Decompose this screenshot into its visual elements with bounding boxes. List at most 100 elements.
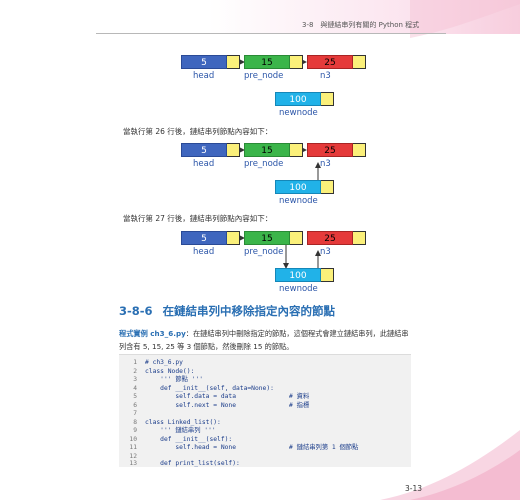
line-number: 2 [133, 368, 137, 375]
line-code: def __init__(self, data=None): [145, 385, 274, 392]
label-pre-node: pre_node [244, 247, 284, 257]
node-value: 25 [307, 231, 353, 245]
line-number: 4 [133, 385, 137, 392]
label-n3: n3 [320, 71, 331, 81]
code-line: 1 # ch3_6.py [119, 358, 183, 367]
line-code: self.next = None # 指標 [145, 402, 310, 409]
caption-line-27: 當執行第 27 行後，鏈結串列節點內容如下： [123, 214, 273, 223]
node-newnode: 100 [275, 180, 334, 194]
code-line: 7 [119, 409, 145, 418]
label-head: head [193, 71, 215, 81]
node-pointer [321, 180, 334, 194]
node-pointer [321, 268, 334, 282]
code-line: 3 ''' 節點 ''' [119, 375, 203, 384]
node-pointer [227, 55, 240, 69]
node-pointer [290, 231, 303, 245]
page-number: 3-13 [405, 484, 423, 493]
label-n3: n3 [320, 159, 331, 169]
line-number: 10 [129, 436, 137, 443]
node-pointer [353, 143, 366, 157]
line-number: 12 [129, 453, 137, 460]
node-value: 25 [307, 55, 353, 69]
caption-line-26: 當執行第 26 行後，鏈結串列節點內容如下： [123, 127, 273, 136]
code-line: 12 [119, 452, 145, 461]
line-code: self.data = data # 資料 [145, 393, 310, 400]
line-number: 11 [129, 444, 137, 451]
node-value: 100 [275, 268, 321, 282]
example-tag: 程式實例 ch3_6.py [119, 329, 186, 338]
node-value: 5 [181, 143, 227, 157]
line-code: class Node(): [145, 368, 195, 375]
linked-list-diagram-2: 5 15 25 head pre_node n3 100 newnode [0, 143, 520, 213]
line-number: 8 [133, 419, 137, 426]
node-value: 100 [275, 92, 321, 106]
code-line: 5 self.data = data # 資料 [119, 392, 309, 401]
line-number: 1 [133, 359, 137, 366]
running-header: 3-8 與鏈結串列有關的 Python 程式 [302, 21, 420, 29]
node-newnode: 100 [275, 268, 334, 282]
node-head: 5 [181, 143, 240, 157]
header-rule [96, 33, 446, 34]
line-number: 3 [133, 376, 137, 383]
label-newnode: newnode [279, 284, 318, 294]
label-newnode: newnode [279, 108, 318, 118]
node-n3: 25 [307, 143, 366, 157]
line-code: # ch3_6.py [145, 359, 183, 366]
section-heading: 3-8-6 在鏈結串列中移除指定內容的節點 [119, 303, 335, 319]
node-head: 5 [181, 55, 240, 69]
linked-list-diagram-3: 5 15 25 head pre_node n3 100 newnode [0, 231, 520, 301]
node-value: 100 [275, 180, 321, 194]
node-head: 5 [181, 231, 240, 245]
node-value: 25 [307, 143, 353, 157]
node-pointer [227, 143, 240, 157]
line-number: 6 [133, 402, 137, 409]
label-newnode: newnode [279, 196, 318, 206]
code-line: 2 class Node(): [119, 367, 194, 376]
label-head: head [193, 247, 215, 257]
node-value: 15 [244, 231, 290, 245]
footer-swoosh [380, 430, 520, 500]
node-pre: 15 [244, 231, 303, 245]
line-code: ''' 節點 ''' [145, 376, 204, 383]
line-number: 13 [129, 460, 137, 467]
node-value: 15 [244, 143, 290, 157]
line-number: 9 [133, 427, 137, 434]
node-n3: 25 [307, 55, 366, 69]
code-line: 11 self.head = None # 鏈結串列第 1 個節點 [119, 443, 358, 452]
label-n3: n3 [320, 247, 331, 257]
code-line: 8 class Linked_list(): [119, 418, 221, 427]
line-number: 5 [133, 393, 137, 400]
line-code: self.head = None # 鏈結串列第 1 個節點 [145, 444, 359, 451]
label-head: head [193, 159, 215, 169]
node-pointer [321, 92, 334, 106]
line-code: ''' 鏈結串列 ''' [145, 427, 216, 434]
node-value: 5 [181, 55, 227, 69]
node-pointer [290, 55, 303, 69]
node-newnode: 100 [275, 92, 334, 106]
example-text: ：在鏈結串列中刪除指定的節點，這個程式會建立鏈結串列，此鏈結串列含有 5, 15… [119, 329, 409, 351]
line-code: class Linked_list(): [145, 419, 221, 426]
line-code: def print_list(self): [145, 460, 240, 467]
code-line: 6 self.next = None # 指標 [119, 401, 309, 410]
label-pre-node: pre_node [244, 71, 284, 81]
code-line: 13 def print_list(self): [119, 459, 240, 468]
node-pointer [290, 143, 303, 157]
node-pointer [227, 231, 240, 245]
section-number: 3-8-6 [119, 304, 153, 318]
label-pre-node: pre_node [244, 159, 284, 169]
linked-list-diagram-1: 5 15 25 head pre_node n3 100 newnode [0, 55, 520, 125]
code-line: 10 def __init__(self): [119, 435, 232, 444]
example-description: 程式實例 ch3_6.py：在鏈結串列中刪除指定的節點，這個程式會建立鏈結串列，… [119, 327, 409, 353]
code-line: 9 ''' 鏈結串列 ''' [119, 426, 216, 435]
node-pointer [353, 231, 366, 245]
header-swoosh [410, 0, 520, 38]
line-number: 7 [133, 410, 137, 417]
node-pre: 15 [244, 143, 303, 157]
node-value: 15 [244, 55, 290, 69]
code-line: 4 def __init__(self, data=None): [119, 384, 274, 393]
section-title: 在鏈結串列中移除指定內容的節點 [162, 304, 336, 318]
node-pointer [353, 55, 366, 69]
node-value: 5 [181, 231, 227, 245]
node-pre: 15 [244, 55, 303, 69]
